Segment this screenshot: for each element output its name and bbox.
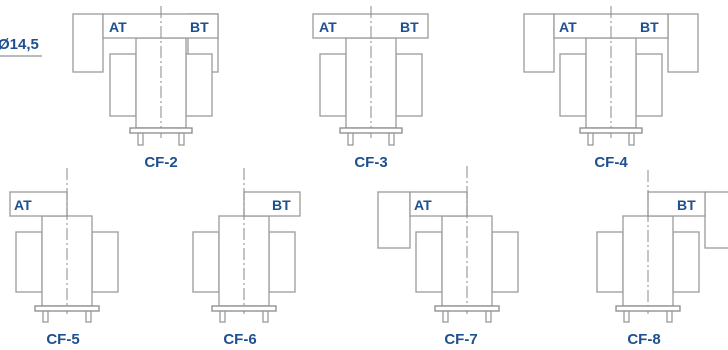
base-foot <box>178 132 185 146</box>
right-winding <box>395 53 423 117</box>
variant-label: CF-6 <box>223 331 256 348</box>
bt-terminal-label: BT <box>190 19 209 35</box>
base-rail <box>34 305 100 312</box>
variant-label: CF-3 <box>354 154 387 171</box>
base-rail <box>129 127 193 134</box>
variant-label: CF-4 <box>594 154 628 171</box>
base-foot <box>347 132 354 146</box>
variant-cf-5: AT CF-5 <box>9 168 119 348</box>
base-rail <box>615 305 681 312</box>
left-winding <box>596 231 624 293</box>
base-rail <box>211 305 277 312</box>
left-winding <box>415 231 443 293</box>
right-winding <box>185 53 213 117</box>
base-rail <box>434 305 500 312</box>
right-winding <box>672 231 700 293</box>
variant-label: CF-7 <box>444 331 477 348</box>
at-housing <box>523 13 555 73</box>
right-winding <box>268 231 296 293</box>
base-foot <box>262 310 269 323</box>
variant-cf-3: AT BT CF-3 <box>312 6 429 171</box>
dimension-label: Ø14,5 <box>0 36 39 53</box>
bt-terminal-label: BT <box>677 197 696 213</box>
base-foot <box>42 310 49 323</box>
base-rail <box>339 127 403 134</box>
right-winding <box>91 231 119 293</box>
terminal-box <box>243 191 301 217</box>
variant-label: CF-8 <box>627 331 660 348</box>
dimension-callout: Ø14,5 <box>0 36 42 57</box>
at-terminal-label: AT <box>109 19 127 35</box>
right-winding <box>491 231 519 293</box>
variant-cf-7: AT CF-7 <box>377 166 519 348</box>
bt-terminal-label: BT <box>400 19 419 35</box>
base-foot <box>485 310 492 323</box>
bt-housing <box>667 13 699 73</box>
at-terminal-label: AT <box>559 19 577 35</box>
variant-cf-2: AT BT CF-2 <box>72 6 219 171</box>
variant-cf-8: BT CF-8 <box>596 170 728 348</box>
base-foot <box>587 132 594 146</box>
base-foot <box>85 310 92 323</box>
base-foot <box>219 310 226 323</box>
left-winding <box>192 231 220 293</box>
base-foot <box>442 310 449 323</box>
at-terminal-label: AT <box>14 197 32 213</box>
terminal-box <box>647 191 706 217</box>
variant-cf-4: AT BT CF-4 <box>523 6 699 171</box>
variant-label: CF-2 <box>144 154 177 171</box>
at-terminal-label: AT <box>414 197 432 213</box>
terminal-box <box>409 191 468 217</box>
base-foot <box>137 132 144 146</box>
bt-terminal-label: BT <box>640 19 659 35</box>
base-foot <box>388 132 395 146</box>
left-winding <box>319 53 347 117</box>
base-rail <box>579 127 643 134</box>
at-housing <box>72 13 104 73</box>
at-housing <box>377 191 411 249</box>
right-winding <box>635 53 663 117</box>
left-winding <box>15 231 43 293</box>
base-foot <box>666 310 673 323</box>
left-winding <box>109 53 137 117</box>
base-foot <box>628 132 635 146</box>
variant-label: CF-5 <box>46 331 79 348</box>
base-foot <box>623 310 630 323</box>
at-terminal-label: AT <box>319 19 337 35</box>
bt-terminal-label: BT <box>272 197 291 213</box>
variant-cf-6: BT CF-6 <box>192 168 301 348</box>
left-winding <box>559 53 587 117</box>
bt-housing <box>704 191 728 249</box>
